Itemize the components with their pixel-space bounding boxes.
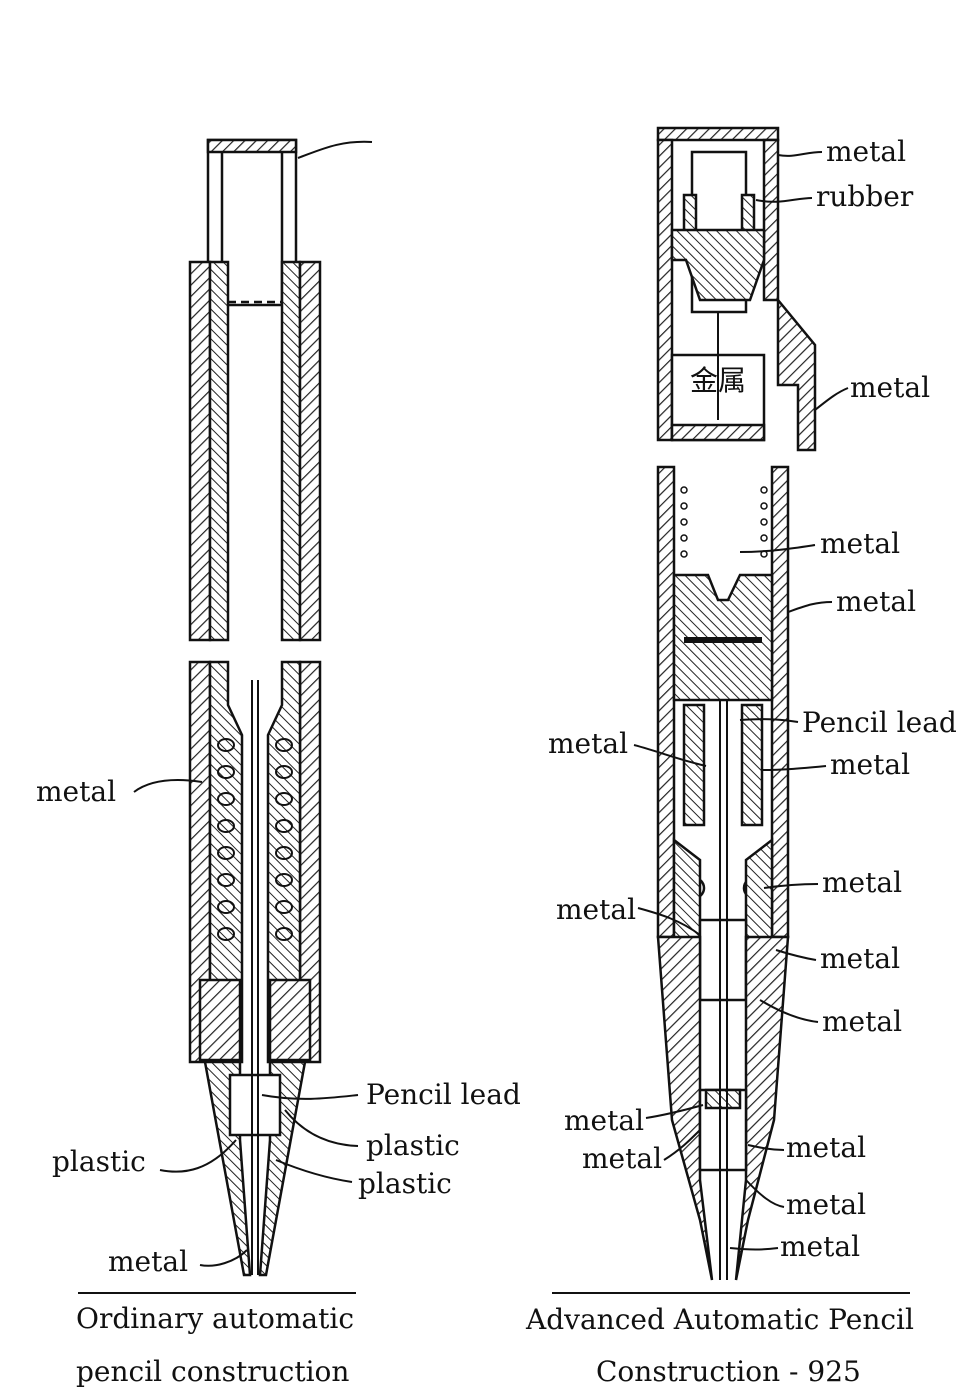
label-clutch-metal-left: metal [556, 893, 637, 926]
label-tip-metal-left-2: metal [582, 1142, 663, 1175]
label-sleeve-metal-right-1: metal [820, 942, 901, 975]
label-plastic-right-upper: plastic [366, 1129, 460, 1162]
label-tip-metal-left-1: metal [564, 1104, 645, 1137]
caption-left-line1: Ordinary automatic [76, 1302, 355, 1335]
label-cap-side-metal: metal [850, 371, 931, 404]
label-pencil-lead-right: Pencil lead [802, 706, 957, 739]
label-barrel-metal-2: metal [836, 585, 917, 618]
caption-right-line2: Construction - 925 [596, 1355, 861, 1388]
label-sleeve-metal-right-2: metal [822, 1005, 903, 1038]
label-rubber: rubber [816, 180, 914, 213]
label-metal-tip-left: metal [108, 1245, 189, 1278]
label-clutch-metal-right: metal [822, 866, 903, 899]
label-cap-metal: metal [826, 135, 907, 168]
label-plastic-right-lower: plastic [358, 1167, 452, 1200]
label-barrel-metal-1: metal [820, 527, 901, 560]
caption-right-line1: Advanced Automatic Pencil [526, 1303, 914, 1336]
label-chinese-text: 金属 [690, 364, 747, 397]
label-tip-metal-right-3: metal [780, 1230, 861, 1263]
label-metal-spring: metal [36, 775, 117, 808]
label-inner-metal-right: metal [830, 748, 911, 781]
advanced-pencil-drawing [552, 126, 910, 1294]
caption-left-line2: pencil construction [76, 1355, 350, 1388]
label-plastic-left: plastic [52, 1145, 146, 1178]
label-inner-metal-left: metal [548, 727, 629, 760]
ordinary-pencil-drawing [78, 138, 373, 1294]
label-tip-metal-right-2: metal [786, 1188, 867, 1221]
label-pencil-lead-left: Pencil lead [366, 1078, 521, 1111]
label-tip-metal-right-1: metal [786, 1131, 867, 1164]
